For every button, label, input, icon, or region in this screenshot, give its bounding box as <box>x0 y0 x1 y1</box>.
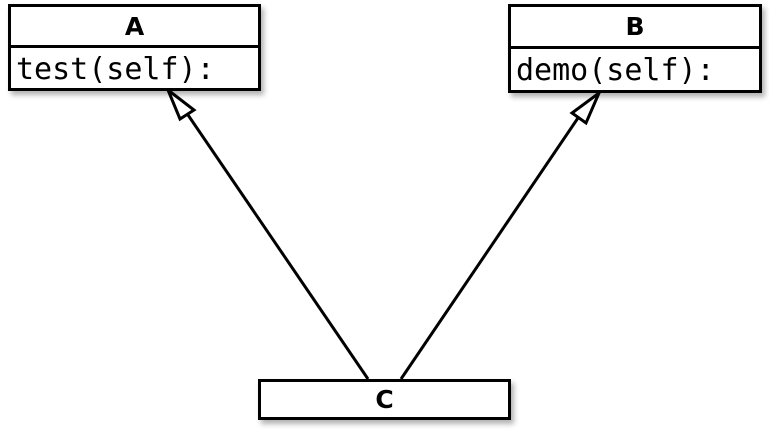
uml-class-c-name: C <box>375 385 394 414</box>
generalization-line-c-a <box>184 111 370 380</box>
uml-class-b-members: demo(self): <box>511 46 759 93</box>
uml-class-a-name: A <box>124 11 145 41</box>
uml-class-a-members: test(self): <box>11 45 258 91</box>
hollow-triangle-arrowhead-a <box>164 85 197 122</box>
generalization-line-c-b <box>399 114 582 380</box>
uml-class-b[interactable]: B demo(self): <box>508 4 762 93</box>
generalization-c-to-a[interactable] <box>164 85 370 380</box>
generalization-c-to-b[interactable] <box>399 88 603 380</box>
uml-class-a-member-0: test(self): <box>16 51 215 87</box>
uml-class-b-name: B <box>625 12 645 41</box>
uml-class-c[interactable]: C <box>258 379 511 420</box>
uml-class-b-member-0: demo(self): <box>516 53 715 88</box>
uml-class-a[interactable]: A test(self): <box>8 4 261 91</box>
hollow-triangle-arrowhead-b <box>569 88 603 126</box>
